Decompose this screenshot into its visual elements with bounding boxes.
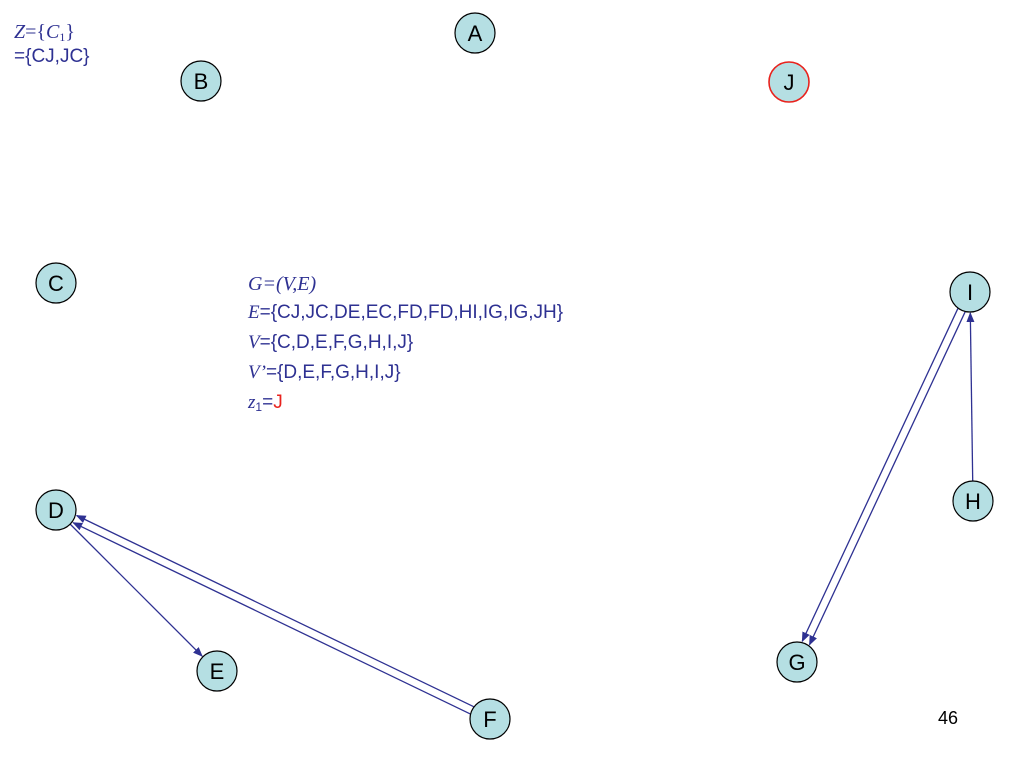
node-j: J xyxy=(768,61,810,103)
edge-i-g xyxy=(801,308,959,643)
node-e: E xyxy=(196,650,238,692)
node-circle xyxy=(776,641,818,683)
vertex-prime-set-line: V’={D,E,F,G,H,I,J} xyxy=(248,362,563,392)
node-label: G xyxy=(788,650,805,675)
node-g: G xyxy=(776,641,818,683)
node-b: B xyxy=(180,60,222,102)
z1-subscript: 1 xyxy=(255,400,263,414)
node-label: C xyxy=(48,271,64,296)
graph-definition-line: G=(V,E) xyxy=(248,273,317,295)
z1-variable: z xyxy=(248,392,256,413)
node-label: I xyxy=(967,280,973,305)
vertex-prime-variable: V’ xyxy=(248,362,266,383)
vertex-set-variable: V xyxy=(248,332,260,353)
node-label: F xyxy=(483,707,496,732)
z-equals-brace: ={ xyxy=(25,21,47,43)
z-close-brace: } xyxy=(65,21,75,43)
z-variable: Z xyxy=(14,21,26,43)
node-i: I xyxy=(949,271,991,313)
node-label: D xyxy=(48,498,64,523)
graph-definition-block: G=(V,E) E={CJ,JC,DE,EC,FD,FD,HI,IG,IG,JH… xyxy=(248,272,563,422)
edge-h-i xyxy=(966,311,975,482)
c-variable: C xyxy=(46,21,60,43)
node-circle xyxy=(454,12,496,54)
node-circle xyxy=(35,489,77,531)
edge-i-g xyxy=(808,311,966,646)
node-f: F xyxy=(469,698,511,740)
node-d: D xyxy=(35,489,77,531)
page-number: 46 xyxy=(938,708,959,728)
z-set-definition: Z={C1} xyxy=(14,20,90,44)
node-circle xyxy=(196,650,238,692)
vertex-prime-value: ={D,E,F,G,H,I,J} xyxy=(265,362,401,383)
node-circle xyxy=(180,60,222,102)
edge-set-line: E={CJ,JC,DE,EC,FD,FD,HI,IG,IG,JH} xyxy=(248,302,563,332)
node-h: H xyxy=(952,480,994,522)
edge-f-d xyxy=(72,522,471,715)
z-set-block: Z={C1} ={CJ,JC} xyxy=(14,20,90,69)
nodes-layer: A B J C I D H G E F xyxy=(35,12,994,740)
edges-layer xyxy=(69,308,975,715)
node-label: B xyxy=(194,69,209,94)
edge-set-variable: E xyxy=(248,302,260,323)
node-label: E xyxy=(210,659,225,684)
node-label: H xyxy=(965,489,981,514)
edge-f-d xyxy=(75,514,474,708)
node-circle xyxy=(949,271,991,313)
node-circle xyxy=(952,480,994,522)
z1-equals: = xyxy=(262,392,274,413)
edge-set-value: ={CJ,JC,DE,EC,FD,FD,HI,IG,IG,JH} xyxy=(259,302,564,323)
node-label: J xyxy=(784,70,795,95)
vertex-set-value: ={C,D,E,F,G,H,I,J} xyxy=(259,332,414,353)
edge-d-e xyxy=(69,523,203,657)
z1-line: z1=J xyxy=(248,392,563,422)
node-circle xyxy=(768,61,810,103)
vertex-set-line: V={C,D,E,F,G,H,I,J} xyxy=(248,332,563,362)
node-a: A xyxy=(454,12,496,54)
node-label: A xyxy=(468,21,483,46)
z-set-value: ={CJ,JC} xyxy=(14,46,90,68)
node-c: C xyxy=(35,262,77,304)
node-circle xyxy=(35,262,77,304)
node-circle xyxy=(469,698,511,740)
c-subscript: 1 xyxy=(59,30,66,44)
z1-value: J xyxy=(273,392,283,413)
